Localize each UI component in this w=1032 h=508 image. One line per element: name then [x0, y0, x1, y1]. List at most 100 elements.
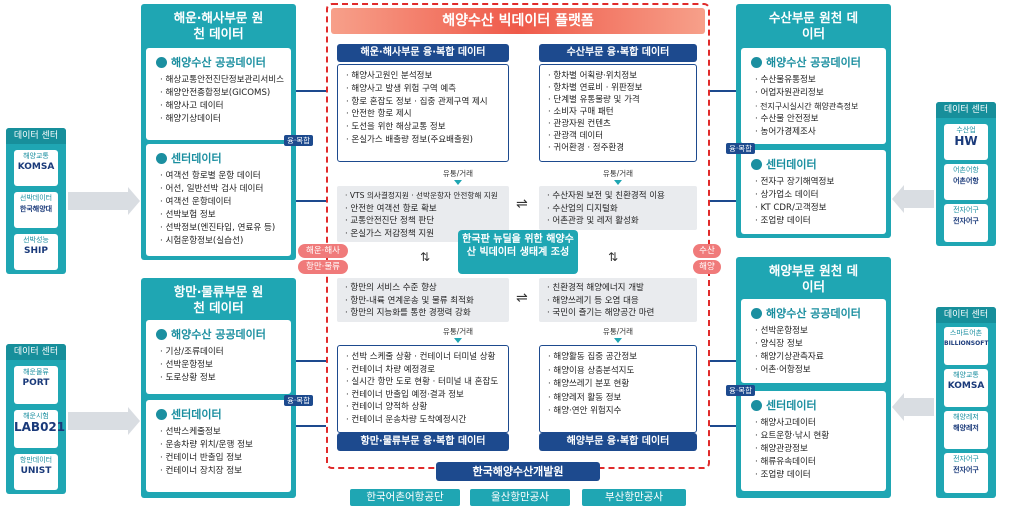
- source-panel-title: 해운·해사부문 원천 데이터: [173, 10, 264, 41]
- fusion-list: 해양활동 집중 공간정보 해양이용 상충분석지도 해양쓰레기 분포 현황 해양레…: [540, 346, 696, 419]
- data-icon: [751, 158, 762, 170]
- fusion-tag: 융·복합: [726, 143, 756, 154]
- service-box-maritime: VTS 의사결정지원 · 선박운항자 안전항해 지원 안전한 여객선 항로 확보…: [337, 186, 509, 242]
- service-list: 항만의 서비스 수준 향상 항만-내륙 연계운송 및 물류 최적화 항만의 지능…: [337, 278, 509, 320]
- datacenter-right-bottom: 데이터 센터 스마트어촌 BILLIONSOFT 해양교통 KOMSA 해양레저…: [936, 307, 996, 498]
- service-box-port: 항만의 서비스 수준 향상 항만-내륙 연계운송 및 물류 최적화 항만의 지능…: [337, 278, 509, 322]
- datacenter-item: 해양교통 KOMSA: [944, 369, 988, 407]
- datacenter-item: 선박데이터 한국해양대: [14, 192, 58, 228]
- list-item: 안전한 여객선 항로 확보: [345, 203, 509, 216]
- domain-pill: 항만·물류: [298, 260, 348, 274]
- datacenter-left-bottom: 데이터 센터 해운물류 PORT 해운시험 LAB021 항만데이터 UNIST: [6, 344, 66, 494]
- datacenter-item-label: 항만데이터: [19, 456, 53, 464]
- center-data-title: 센터데이터: [741, 391, 886, 413]
- list-item: 안전한 항로 제시: [346, 108, 508, 121]
- source-panel-port: 항만·물류부문 원천 데이터 해양수산 공공데이터 기상/조류데이터 선박운항정…: [141, 278, 296, 498]
- flow-arrow: [68, 192, 128, 210]
- list-item: 어선, 일반선박 검사 데이터: [160, 183, 291, 196]
- list-item: 해양활동 집중 공간정보: [548, 351, 696, 365]
- datacenter-logo: HW: [954, 134, 978, 148]
- list-item: 해양관광정보: [755, 443, 886, 456]
- partner-org: 울산항만공사: [470, 489, 570, 506]
- datacenter-logo: 전자어구: [953, 466, 979, 474]
- list-item: 선박스케줄정보: [160, 426, 291, 439]
- list-item: 농어가경제조사: [755, 126, 886, 139]
- list-item: 전자구 장기해역정보: [755, 176, 886, 189]
- list-item: KT CDR/고객정보: [755, 202, 886, 215]
- list-item: 해양기상데이터: [160, 113, 291, 126]
- fusion-list: 선박 스케줄 상황 · 컨테이너 터미널 상황 컨테이너 차량 예정경로 실시간…: [338, 346, 508, 427]
- trade-label: 유통/거래: [438, 168, 478, 185]
- list-item: 운송차량 위치/운행 정보: [160, 439, 291, 452]
- domain-pill: 해운·해사: [298, 244, 348, 258]
- list-item: 항차별 연료비 · 위판정보: [548, 82, 696, 94]
- list-item: 컨테이너 운송차량 도착예정시간: [346, 414, 508, 427]
- service-box-fishery: 수산자원 보전 및 친환경적 이용 수산업의 디지털화 어촌관광 및 레저 활성…: [539, 186, 697, 230]
- list-item: 조업량 데이터: [755, 215, 886, 228]
- datacenter-item: 어촌어항 어촌어항: [944, 164, 988, 200]
- list-item: VTS 의사결정지원 · 선박운항자 안전항해 지원: [345, 190, 509, 203]
- list-item: 전지구시실시간 해양관측정보: [755, 100, 886, 113]
- list-item: 도선을 위한 해상교통 정보: [346, 121, 508, 134]
- data-icon: [751, 307, 762, 319]
- list-item: 여객선 운항데이터: [160, 196, 291, 209]
- list-item: 해양기상관측자료: [755, 351, 886, 364]
- fusion-box-maritime: 해양사고원인 분석정보 해양사고 발생 위험 구역 예측 항로 혼잡도 정보 ·…: [337, 64, 509, 162]
- list-item: 컨테이너 장치장 정보: [160, 465, 291, 478]
- source-panel-title: 해양부문 원천 데이터: [768, 263, 859, 294]
- datacenter-left-top: 데이터 센터 해양교통 KOMSA 선박데이터 한국해양대 선박성능 SHIP: [6, 128, 66, 274]
- center-data-list: 여객선 항로별 운항 데이터 어선, 일반선박 검사 데이터 여객선 운항데이터…: [146, 166, 291, 248]
- flow-arrow-head: [128, 187, 140, 215]
- list-item: 선박보험 정보: [160, 209, 291, 222]
- public-data-title: 해양수산 공공데이터: [741, 299, 886, 321]
- data-icon: [156, 56, 167, 68]
- datacenter-right-top: 데이터 센터 수산업 HW 어촌어항 어촌어항 전자어구 전자어구: [936, 102, 996, 246]
- datacenter-item-label: 해양교통: [953, 371, 979, 379]
- flow-arrow-head: [128, 407, 140, 435]
- list-item: 시험운항정보(실습선): [160, 235, 291, 248]
- list-item: 해양사고 데이터: [160, 100, 291, 113]
- service-list: 친환경적 해양에너지 개발 해양쓰레기 등 오염 대응 국민이 즐기는 해양공간…: [539, 278, 697, 320]
- list-item: 국민이 즐기는 해양공간 마련: [547, 307, 697, 320]
- data-icon: [156, 328, 167, 340]
- list-item: 수산물 안전정보: [755, 113, 886, 126]
- fusion-box-title: 항만·물류부문 융·복합 데이터: [337, 433, 509, 451]
- list-item: 온실가스 저감정책 지원: [345, 228, 509, 241]
- list-item: 해양·연안 위험지수: [548, 405, 696, 419]
- fusion-box-title: 해양부문 융·복합 데이터: [539, 433, 697, 451]
- fusion-tag: 융·복합: [284, 395, 314, 406]
- list-item: 선박운항정보: [755, 325, 886, 338]
- trade-label: 유통/거래: [598, 168, 638, 185]
- connector-line: [296, 200, 326, 202]
- datacenter-item-label: 어촌어항: [953, 166, 979, 174]
- datacenter-item-label: 선박성능: [23, 236, 49, 244]
- partner-org: 한국어촌어항공단: [350, 489, 460, 506]
- list-item: 해양안전종합정보(GICOMS): [160, 87, 291, 100]
- source-panel-ocean: 해양부문 원천 데이터 해양수산 공공데이터 선박운항정보 양식장 정보 해양기…: [736, 257, 891, 498]
- list-item: 양식장 정보: [755, 338, 886, 351]
- public-data-box: 해양수산 공공데이터 선박운항정보 양식장 정보 해양기상관측자료 어촌·어항정…: [741, 299, 886, 383]
- datacenter-item: 해양교통 KOMSA: [14, 150, 58, 186]
- list-item: 관광자원 컨텐츠: [548, 118, 696, 130]
- datacenter-logo: SHIP: [24, 246, 48, 256]
- list-item: 온실가스 배출량 정보(주요배출원): [346, 134, 508, 147]
- datacenter-item: 전자어구 전자어구: [944, 204, 988, 242]
- list-item: 항로 혼잡도 정보 · 집중 관제구역 제시: [346, 96, 508, 109]
- source-panel-title: 수산부문 원천 데이터: [768, 10, 859, 41]
- fusion-box-ocean: 해양활동 집중 공간정보 해양이용 상충분석지도 해양쓰레기 분포 현황 해양레…: [539, 345, 697, 433]
- list-item: 컨테이너 차량 예정경로: [346, 364, 508, 377]
- datacenter-item: 해운물류 PORT: [14, 366, 58, 404]
- datacenter-item: 선박성능 SHIP: [14, 234, 58, 270]
- public-data-list: 기상/조류데이터 선박운항정보 도로상황 정보: [146, 342, 291, 385]
- fusion-box-port: 선박 스케줄 상황 · 컨테이너 터미널 상황 컨테이너 차량 예정경로 실시간…: [337, 345, 509, 433]
- source-panel-title: 항만·물류부문 원천 데이터: [173, 284, 264, 315]
- list-item: 해상교통안전진단정보관리서비스: [160, 74, 291, 87]
- datacenter-item-label: 수산업: [956, 126, 976, 134]
- datacenter-logo: 한국해양대: [19, 205, 53, 213]
- vertical-exchange-icon: ⇅: [420, 250, 431, 264]
- datacenter-item-label: 해양교통: [23, 152, 49, 160]
- center-data-title: 센터데이터: [741, 150, 886, 172]
- platform-title: 해양수산 빅데이터 플랫폼: [331, 8, 705, 34]
- list-item: 여객선 항로별 운항 데이터: [160, 170, 291, 183]
- vertical-exchange-icon: ⇅: [608, 250, 619, 264]
